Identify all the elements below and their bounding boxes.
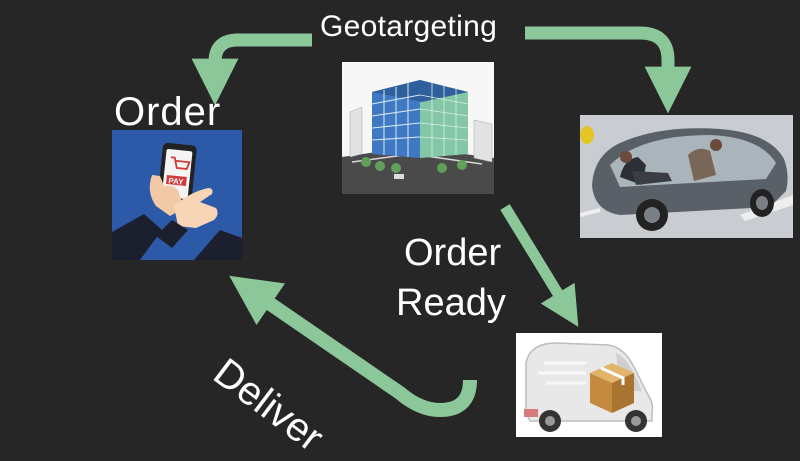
van-box-icon bbox=[516, 333, 662, 437]
arrow-geotargeting-to-order bbox=[191, 33, 312, 106]
payment-phone-image: PAY bbox=[112, 130, 242, 260]
office-building-image bbox=[342, 62, 494, 194]
phone-pay-cart-icon: PAY bbox=[112, 130, 242, 260]
label-order-ready-line1: Order bbox=[404, 232, 502, 274]
arrow-geotargeting-to-car bbox=[525, 26, 692, 114]
phone-pay-text: PAY bbox=[168, 176, 185, 187]
delivery-van-image bbox=[516, 333, 662, 437]
label-order-ready-line2: Ready bbox=[396, 282, 506, 324]
building-icon bbox=[342, 62, 494, 194]
label-geotargeting: Geotargeting bbox=[320, 10, 498, 43]
label-order: Order bbox=[114, 90, 222, 134]
diagram-canvas: Geotargeting Order Order Ready Deliver P… bbox=[112, 10, 793, 460]
flow-arrows bbox=[191, 26, 692, 418]
autonomous-car-image bbox=[580, 115, 793, 238]
car-icon bbox=[580, 115, 793, 238]
arrow-van-to-order bbox=[229, 275, 477, 418]
arrow-building-to-van bbox=[500, 204, 579, 327]
